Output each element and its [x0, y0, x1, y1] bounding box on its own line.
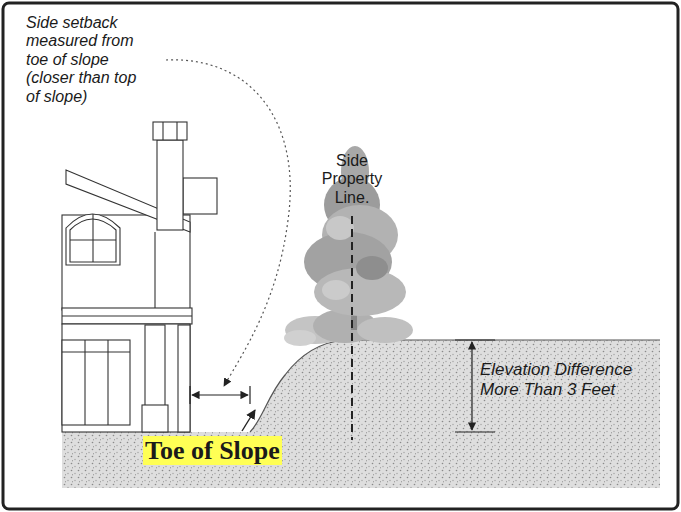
- label-text: Toe of Slope: [143, 436, 282, 465]
- property-line: [351, 216, 353, 440]
- label-text: Side setback measured from toe of slope …: [26, 14, 136, 105]
- house: [62, 122, 217, 432]
- setback-note: Side setback measured from toe of slope …: [26, 14, 144, 106]
- leader-line: [166, 60, 290, 386]
- elevation-note: Elevation Difference More Than 3 Feet: [480, 360, 668, 399]
- label-text: Elevation Difference More Than 3 Feet: [480, 360, 632, 399]
- toe-arrow: [242, 410, 255, 431]
- tree: [304, 146, 406, 330]
- toe-of-slope-label: Toe of Slope: [143, 436, 383, 466]
- slope-edge: [250, 340, 660, 432]
- setback-dimension: [190, 386, 250, 404]
- label-text: Side Property Line.: [322, 152, 382, 206]
- frame: [3, 3, 678, 509]
- property-line-label: Side Property Line.: [310, 152, 394, 207]
- slope-mound: [250, 340, 660, 432]
- ground: [62, 432, 660, 488]
